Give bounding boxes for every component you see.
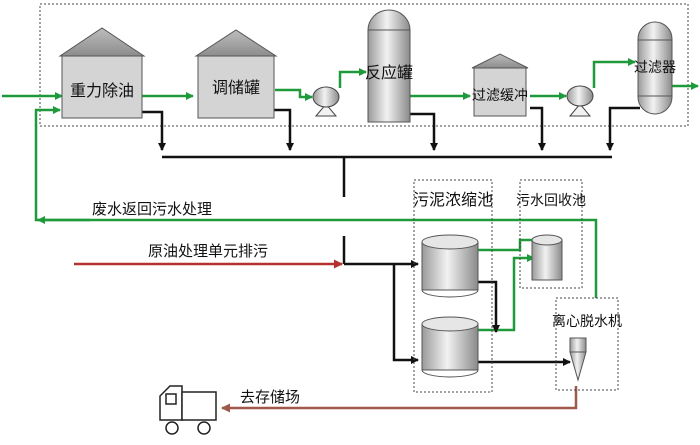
- regulating-tank-label: 调储罐: [212, 78, 260, 97]
- reactor-label: 反应罐: [365, 63, 413, 82]
- filter-buffer-unit: 过滤缓冲: [471, 53, 529, 117]
- centrifuge-icon: [569, 337, 587, 382]
- water-recovery-group: 污水回收池: [516, 179, 586, 289]
- centrifuge-label: 离心脱水机: [552, 313, 622, 330]
- to-storage-label: 去存储场: [240, 388, 300, 406]
- centrifuge-group: 离心脱水机: [552, 297, 622, 391]
- filter-label: 过滤器: [634, 60, 676, 76]
- filter-unit: 过滤器: [634, 21, 676, 115]
- flow-pump1-to-reactor: [338, 68, 367, 88]
- sludge-filter-drop: [606, 106, 640, 151]
- sludge-to-tank2: [392, 264, 419, 364]
- sludge-gravity-drop: [142, 110, 166, 151]
- flow-return-loop: [34, 106, 598, 298]
- sludge-thickening-group: 污泥浓缩池: [413, 179, 493, 393]
- gravity-oil-removal-unit: 重力除油: [58, 27, 146, 119]
- treatment-train-boundary: [39, 3, 689, 127]
- water-recovery-label: 污水回收池: [516, 193, 586, 209]
- pump-2-icon: [566, 85, 594, 117]
- filter-buffer-label: 过滤缓冲: [472, 88, 528, 104]
- water-flow-lines: [2, 58, 699, 332]
- gravity-oil-removal-label: 重力除油: [70, 81, 134, 100]
- sludge-tank1-bottom: [478, 280, 500, 333]
- regulating-tank-unit: 调储罐: [194, 29, 278, 119]
- sludge-thickening-label: 污泥浓缩池: [413, 190, 493, 209]
- thickening-tank-1: [421, 234, 479, 298]
- wastewater-return-label: 废水返回污水处理: [92, 200, 212, 218]
- pump-1-icon: [312, 86, 340, 117]
- sludge-reactor-drop: [410, 112, 438, 151]
- reactor-unit: 反应罐: [365, 9, 413, 123]
- flow-tank1-to-recovery: [478, 238, 534, 252]
- flow-regulating-to-pump1: [275, 88, 313, 101]
- crude-discharge-label: 原油处理单元排污: [148, 242, 268, 260]
- to-storage-arrow: [221, 386, 578, 413]
- flow-tank2-to-recovery: [478, 254, 535, 332]
- flow-pump2-to-filter: [592, 58, 636, 88]
- sludge-buffer-drop: [530, 106, 546, 151]
- recovery-tank: [531, 234, 563, 281]
- sludge-flow-lines: [142, 106, 640, 366]
- truck-icon: [159, 385, 217, 435]
- thickening-tank-2: [421, 316, 479, 378]
